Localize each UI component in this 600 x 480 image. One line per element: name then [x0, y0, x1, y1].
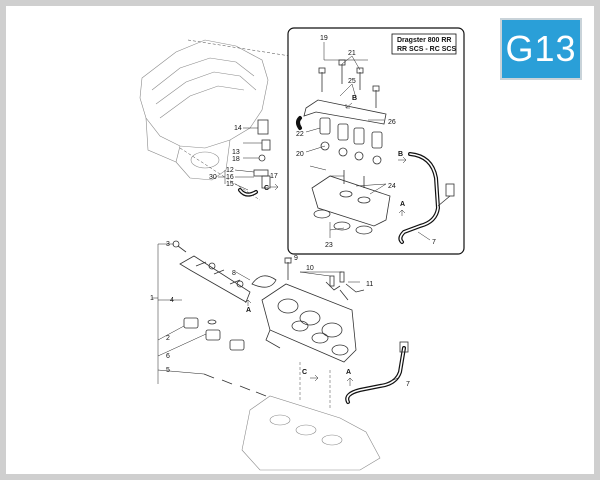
inset-callout-19: 19 — [320, 35, 328, 42]
inset-callout-B2: B — [398, 151, 403, 158]
callout-12: 12 — [226, 167, 234, 174]
callout-16: 16 — [226, 174, 234, 181]
inset-model-line2: RR SCS - RC SCS — [397, 46, 456, 53]
callout-C-top: C — [264, 185, 269, 192]
callout-7: 7 — [406, 381, 410, 388]
main-callouts: 3 9 8 10 11 1 4 A 2 6 5 C A 7 — [150, 241, 410, 388]
inset-callout-7: 7 — [432, 239, 436, 246]
inset-callout-A: A — [400, 201, 405, 208]
small-parts-cover — [238, 119, 271, 197]
callout-1: 1 — [150, 295, 154, 302]
callout-13: 13 — [232, 149, 240, 156]
throttle-body-drawing — [172, 240, 409, 471]
callout-8: 8 — [232, 270, 236, 277]
callout-9: 9 — [294, 255, 298, 262]
callout-30: 30 — [209, 174, 217, 181]
page-code-badge: G13 — [500, 18, 582, 80]
callout-17: 17 — [270, 173, 278, 180]
callout-3: 3 — [166, 241, 170, 248]
callout-14: 14 — [234, 125, 242, 132]
inset-callout-22: 22 — [296, 131, 304, 138]
callout-A-main: A — [246, 307, 251, 314]
inset-callout-25: 25 — [348, 78, 356, 85]
callout-18: 18 — [232, 156, 240, 163]
inset-callout-24: 24 — [388, 183, 396, 190]
callout-A-hose: A — [346, 369, 351, 376]
inset-callout-21: 21 — [348, 50, 356, 57]
inset-callout-20: 20 — [296, 151, 304, 158]
callout-5: 5 — [166, 367, 170, 374]
engine-cover-drawing — [139, 39, 291, 201]
inset-callout-26: 26 — [388, 119, 396, 126]
callout-11: 11 — [366, 281, 373, 288]
callout-4: 4 — [170, 297, 174, 304]
inset-callout-B1: B — [352, 95, 357, 102]
callout-15: 15 — [226, 181, 234, 188]
callout-2: 2 — [166, 335, 170, 342]
callout-6: 6 — [166, 353, 170, 360]
callout-10: 10 — [306, 265, 314, 272]
inset-box: Dragster 800 RR RR SCS - RC SCS — [287, 27, 465, 255]
inset-callout-23: 23 — [325, 242, 333, 249]
inset-model-line1: Dragster 800 RR — [397, 37, 451, 44]
cover-callouts: 14 13 18 12 16 15 30 17 C — [209, 125, 279, 192]
callout-C-main: C — [302, 369, 307, 376]
